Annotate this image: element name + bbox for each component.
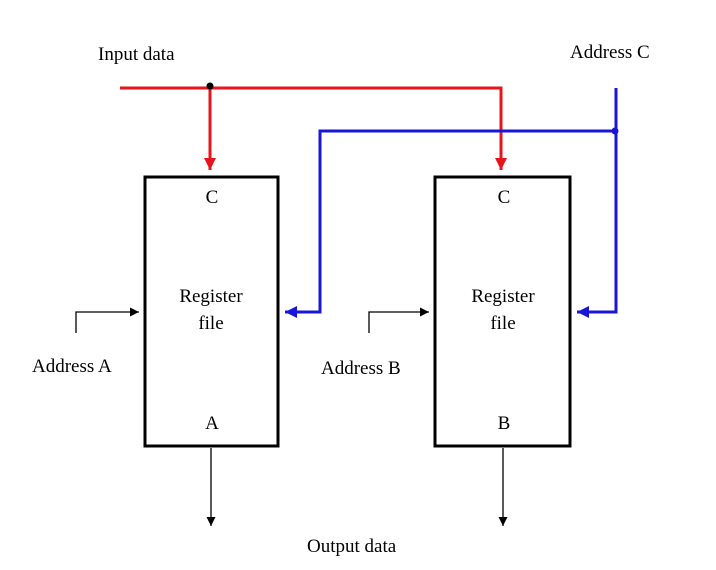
address-c-junction [611,127,619,135]
address-c-branch [285,129,616,318]
input-data-junction [206,82,214,90]
register-file-left-box [143,175,280,448]
address-a-arrow [75,307,139,333]
address-b-label: Address B [321,358,401,379]
register-file-left-title-line2: file [198,313,223,334]
input-data-label: Input data [98,44,175,65]
register-file-right-port-c: C [498,187,511,208]
register-file-left-port-a: A [205,413,219,434]
register-file-left-title-line1: Register [179,286,243,307]
input-data-bus [120,86,507,170]
address-a-label: Address A [32,356,112,377]
register-file-left-port-c: C [206,187,219,208]
register-file-right-title-line1: Register [471,286,535,307]
address-c-bus [577,88,618,318]
output-data-label: Output data [307,536,397,557]
address-c-label: Address C [570,42,650,63]
register-file-right-port-b: B [498,413,511,434]
register-file-right-box [433,175,572,448]
address-b-arrow [368,307,429,333]
register-file-right-title-line2: file [490,313,515,334]
